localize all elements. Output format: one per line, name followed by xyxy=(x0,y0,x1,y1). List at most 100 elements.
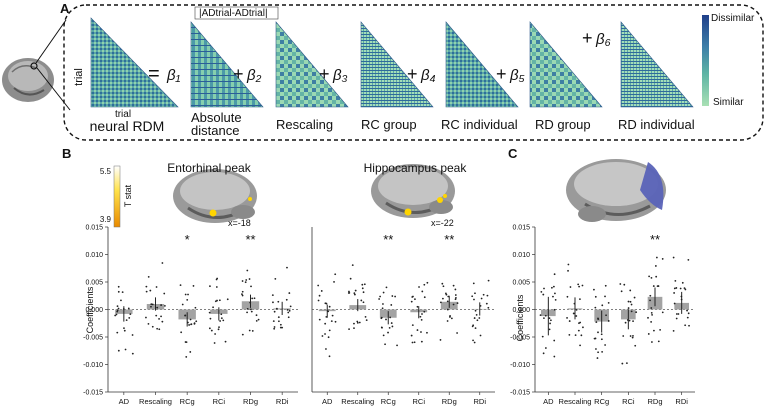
data-point xyxy=(391,295,394,297)
data-point xyxy=(210,329,213,332)
data-point xyxy=(361,283,364,286)
data-point xyxy=(625,362,628,364)
data-point xyxy=(318,294,321,297)
data-point xyxy=(635,311,638,314)
data-point xyxy=(479,334,482,337)
data-point xyxy=(601,304,604,307)
data-point xyxy=(474,327,477,329)
data-point xyxy=(385,318,387,321)
data-point xyxy=(187,293,189,296)
data-point xyxy=(213,342,216,344)
data-point xyxy=(208,311,211,314)
data-point xyxy=(331,314,334,317)
data-point xyxy=(439,301,442,304)
data-point xyxy=(155,286,158,288)
hippocampus-title: Hippocampus peak xyxy=(364,161,468,175)
y-tick-label: -0.005 xyxy=(510,335,530,342)
x-tick-label: AD xyxy=(543,397,554,406)
data-point xyxy=(382,334,385,337)
data-point xyxy=(382,303,384,305)
data-point xyxy=(193,322,196,325)
data-point xyxy=(356,321,359,324)
data-point xyxy=(454,298,457,301)
data-point xyxy=(117,349,120,352)
data-point xyxy=(160,315,162,318)
rd-group-matrix xyxy=(529,21,603,108)
rdm-x-axis-label: trial xyxy=(115,109,131,120)
data-point xyxy=(475,313,478,316)
hippocampus-activation-spot-3 xyxy=(443,194,447,198)
data-point xyxy=(163,305,166,307)
data-point xyxy=(673,292,676,294)
data-point xyxy=(456,332,458,334)
data-point xyxy=(277,316,280,319)
data-point xyxy=(255,319,258,322)
data-point xyxy=(649,294,652,297)
data-point xyxy=(672,329,675,332)
data-point xyxy=(220,313,223,316)
data-point xyxy=(328,305,331,308)
data-point xyxy=(446,300,449,303)
y-tick-label: -0.010 xyxy=(510,362,530,369)
data-point xyxy=(150,305,152,308)
data-point xyxy=(607,301,610,304)
data-point xyxy=(544,347,547,349)
rc-individual-label: RC individual xyxy=(441,117,518,132)
data-point xyxy=(160,304,163,306)
data-point xyxy=(542,352,545,355)
data-point xyxy=(549,319,552,322)
data-point xyxy=(683,287,686,290)
data-point xyxy=(423,296,426,299)
data-point xyxy=(553,308,556,311)
x-tick-label: RDg xyxy=(442,397,457,406)
data-point xyxy=(158,328,161,331)
data-point xyxy=(382,291,385,294)
data-point xyxy=(317,284,320,287)
data-point xyxy=(540,290,543,293)
y-tick-label: 0.010 xyxy=(85,252,103,259)
data-point xyxy=(554,298,557,301)
y-tick-label: 0.000 xyxy=(512,307,530,314)
data-point xyxy=(632,320,634,323)
data-point xyxy=(391,325,394,328)
panel-a: A trial trial neural RDM = β₁ |ADtrial-A… xyxy=(2,1,764,141)
data-point xyxy=(208,327,211,330)
data-point xyxy=(549,322,551,325)
data-point xyxy=(348,290,350,293)
x-tick-label: RCg xyxy=(381,397,396,406)
data-point xyxy=(241,293,243,296)
data-point xyxy=(411,324,414,327)
data-point xyxy=(245,279,248,281)
mpfc-roi xyxy=(640,162,664,210)
data-point xyxy=(567,263,570,266)
y-tick-label: 0.015 xyxy=(512,225,530,232)
op-plus-4: + xyxy=(407,64,418,84)
data-point xyxy=(156,327,159,330)
data-point xyxy=(353,292,356,295)
data-point xyxy=(472,282,475,285)
data-point xyxy=(151,325,154,328)
data-point xyxy=(605,314,607,317)
data-point xyxy=(567,269,569,272)
data-point xyxy=(390,304,393,306)
data-point xyxy=(115,313,118,316)
data-point xyxy=(553,355,556,358)
x-tick-label: AD xyxy=(322,397,333,406)
data-point xyxy=(349,277,352,280)
data-point xyxy=(318,318,321,321)
data-point xyxy=(542,293,545,296)
data-point xyxy=(209,285,211,288)
data-point xyxy=(321,335,324,337)
data-point xyxy=(381,326,383,329)
data-point xyxy=(117,307,120,310)
data-point xyxy=(574,334,577,336)
data-point xyxy=(363,283,366,286)
data-point xyxy=(452,303,455,306)
significance-marker: ** xyxy=(383,232,393,247)
panel-b: B 5.5 3.9 T stat Entorhinal peak x=-18 H… xyxy=(62,146,495,406)
data-point xyxy=(623,283,626,286)
x-tick-label: RCg xyxy=(180,397,195,406)
data-point xyxy=(649,299,651,302)
x-tick-label: Rescaling xyxy=(341,397,374,406)
roi-circle-marker xyxy=(30,62,38,70)
